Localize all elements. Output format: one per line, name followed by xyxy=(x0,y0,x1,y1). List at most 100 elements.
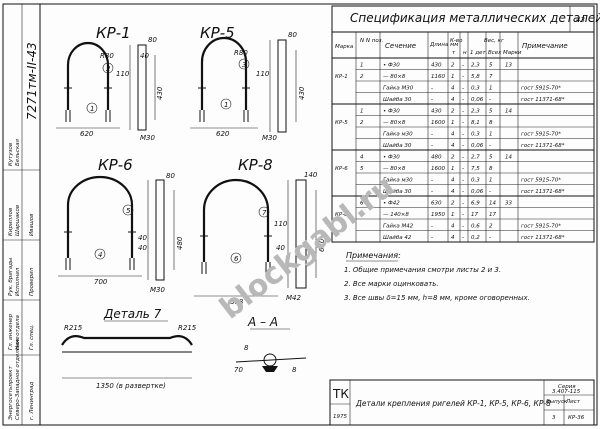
spec-cell-length: - xyxy=(431,132,433,138)
view-kr1: КР-1 620 1 2 110 R80 80 40 430 М30 xyxy=(56,24,164,142)
spec-header-mark: Марка xyxy=(335,44,354,50)
spec-cell-one: 6,9 xyxy=(471,201,480,207)
spec-title: Спецификация металлических деталей xyxy=(350,11,600,25)
spec-header-qty: К-во xyxy=(450,38,463,44)
spec-cell-t: 4 xyxy=(451,189,455,195)
pos-kr6-5: 5 xyxy=(126,207,131,215)
dim-kr5-bolt: М30 xyxy=(262,134,277,142)
spec-cell-pos: 6 xyxy=(360,201,364,207)
spec-cell-pos: 5 xyxy=(360,166,364,172)
stamp-role-3: Рук. бригады xyxy=(8,257,14,296)
spec-cell-n: - xyxy=(462,224,464,230)
spec-cell-t: 4 xyxy=(451,132,455,138)
pos-kr1-2: 2 xyxy=(106,65,111,73)
pos-kr6-4: 4 xyxy=(98,251,102,259)
spec-cell-length: 1160 xyxy=(431,74,445,80)
view-detail7: Деталь 7 R215 R215 1350 (в развертке) xyxy=(61,307,197,390)
title-block-tk: ТК xyxy=(332,387,349,401)
spec-cell-length: - xyxy=(431,143,433,149)
spec-cell-all: 8 xyxy=(489,166,493,172)
spec-table: Спецификация металлических деталей 43 Ма… xyxy=(331,5,600,243)
spec-cell-n: - xyxy=(462,178,464,184)
spec-cell-n: - xyxy=(462,201,464,207)
dim-kr5-width: 620 xyxy=(216,130,230,138)
spec-cell-t: 4 xyxy=(451,224,455,230)
stamp-role-5: Проверил xyxy=(29,267,35,296)
watermark: blockgabl.ru xyxy=(213,169,401,327)
notes: Примечания: 1. Общие примечания смотри л… xyxy=(344,251,530,302)
spec-header-note: Примечание xyxy=(522,42,568,50)
pos-kr8-7: 7 xyxy=(262,209,267,217)
spec-cell-t: 4 xyxy=(451,97,455,103)
view-title-kr1: КР-1 xyxy=(96,24,131,42)
dim-kr1-bolt: М30 xyxy=(140,134,155,142)
spec-cell-t: 1 xyxy=(451,212,455,218)
stamp-role-2: Гл. спец. xyxy=(29,324,35,350)
plate-kr6 xyxy=(155,179,165,281)
spec-cell-section: — 80×8 xyxy=(383,120,406,126)
spec-cell-pos: 2 xyxy=(360,74,364,80)
spec-cell-all: - xyxy=(489,97,491,103)
dim-det7-r1: R215 xyxy=(64,324,83,332)
dim-det7-len: 1350 (в развертке) xyxy=(96,382,166,390)
dim-kr8-a: 40 xyxy=(276,244,285,252)
spec-cell-mark: КР-8 xyxy=(335,212,348,218)
spec-cell-n: - xyxy=(462,86,464,92)
spec-cell-mark: КР-1 xyxy=(335,74,348,80)
dim-kr5-c: 110 xyxy=(256,70,270,78)
spec-cell-mark: КР-6 xyxy=(335,166,348,172)
spec-cell-one: 5,8 xyxy=(471,74,480,80)
spec-cell-all: - xyxy=(489,189,491,195)
spec-cell-length: 1600 xyxy=(431,120,445,126)
u-bolt-kr1 xyxy=(66,41,110,110)
spec-cell-section: Шайба 30 xyxy=(383,143,412,149)
spec-cell-all: 1 xyxy=(489,178,493,184)
spec-cell-t: 2 xyxy=(451,155,455,161)
plate-kr5 xyxy=(277,39,287,133)
stamp-name-3: Кутузов xyxy=(8,143,14,166)
spec-cell-n: - xyxy=(462,235,464,241)
spec-cell-one: 0,6 xyxy=(471,224,480,230)
title-block-series-label: Серия xyxy=(558,384,576,390)
notes-title: Примечания: xyxy=(346,251,401,260)
spec-cell-t: 1 xyxy=(451,74,455,80)
spec-cell-section: • Ф30 xyxy=(383,109,400,115)
u-bolt-kr8 xyxy=(202,178,270,262)
dim-kr5-b: 80 xyxy=(288,31,297,39)
dim-kr5-r: R80 xyxy=(234,49,248,57)
note-1: 1. Общие примечания смотри листы 2 и 3. xyxy=(344,266,501,274)
spec-cell-note: гост 11371-68* xyxy=(521,143,565,149)
spec-cell-mk: 33 xyxy=(505,201,512,207)
spec-cell-section: • Ф42 xyxy=(383,201,400,207)
spec-cell-mk: 14 xyxy=(505,155,512,161)
stamp-dept: Северо-Западное отделение xyxy=(15,336,21,420)
spec-cell-t: 4 xyxy=(451,178,455,184)
note-3: 3. Все швы δ=15 мм, h=8 мм, кроме оговор… xyxy=(344,294,530,302)
spec-cell-n: - xyxy=(462,143,464,149)
spec-cell-all: - xyxy=(489,143,491,149)
view-title-kr6: КР-6 xyxy=(98,156,133,174)
stamp-code: 7271тм-II-43 xyxy=(25,42,39,120)
spec-cell-n: - xyxy=(462,155,464,161)
title-block-sheet-label: Лист xyxy=(565,399,581,405)
view-kr5: КР-5 620 1 3 R80 80 110 430 М30 xyxy=(190,24,306,142)
spec-cell-length: - xyxy=(431,86,433,92)
spec-cell-length: - xyxy=(431,235,433,241)
dim-det7-r2: R215 xyxy=(178,324,197,332)
spec-cell-section: • Ф30 xyxy=(383,63,400,69)
spec-cell-section: — 80×8 xyxy=(383,74,406,80)
spec-cell-pos: 1 xyxy=(360,109,364,115)
dim-kr8-h: 630 xyxy=(318,238,326,252)
dim-kr6-a: 40 xyxy=(138,244,147,252)
spec-cell-t: 2 xyxy=(451,109,455,115)
dim-kr1-c: 110 xyxy=(116,70,130,78)
stamp-role-4: Исполнил xyxy=(15,267,21,296)
spec-cell-n: - xyxy=(462,109,464,115)
spec-header-pos: N N поз. xyxy=(360,38,384,44)
spec-cell-t: 2 xyxy=(451,201,455,207)
spec-cell-all: 8 xyxy=(489,120,493,126)
side-stamp: 7271тм-II-43 Энергосетьпроект Северо-Зап… xyxy=(3,4,40,425)
spec-cell-section: Гайка м30 xyxy=(383,132,413,138)
